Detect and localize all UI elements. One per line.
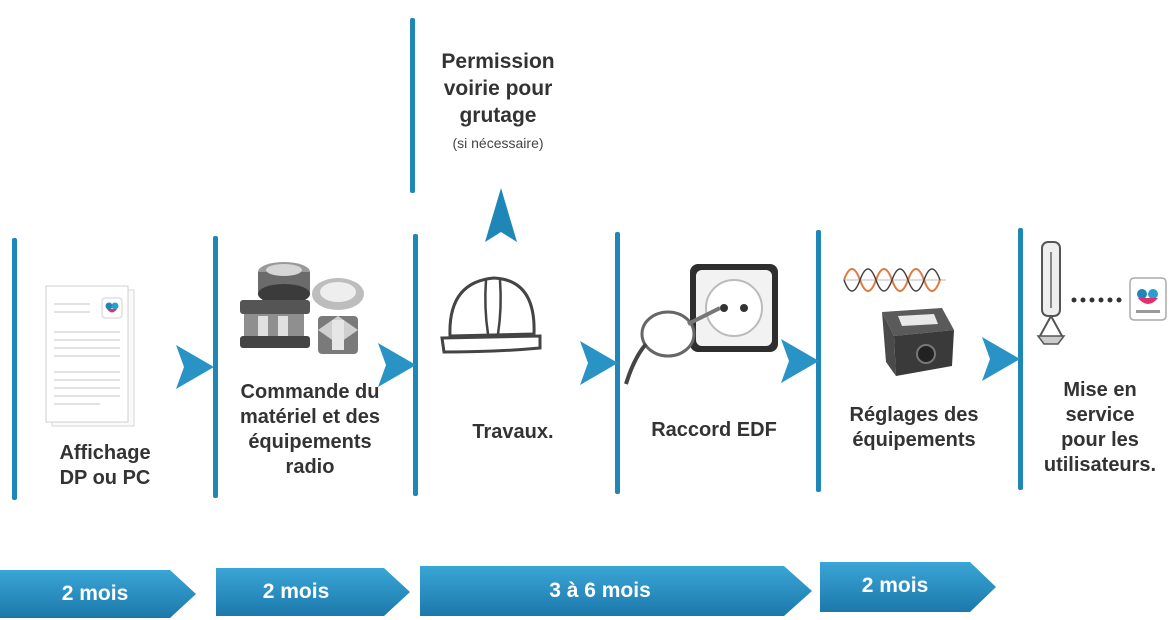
- power-outlet-plug-icon: [624, 264, 778, 385]
- up-arrow-icon: [485, 188, 517, 242]
- step-label-reglages: Réglages des équipements: [824, 403, 1004, 453]
- antenna-to-phone-icon: [1036, 241, 1167, 345]
- chevron-right-icon: [176, 345, 214, 389]
- step-1-line-2: DP ou PC: [59, 467, 151, 489]
- signal-meter-icon: [843, 268, 954, 376]
- top-note-title-line-2: voirie pour: [443, 77, 553, 100]
- step-6-line-3: pour les: [1061, 429, 1139, 451]
- step-2-line-3: équipements: [248, 431, 372, 453]
- top-note-title-line-1: Permission: [441, 50, 555, 73]
- radio-equipment-icon: [240, 262, 364, 354]
- step-3-line-1: Travaux.: [472, 421, 554, 443]
- step-label-travaux: Travaux.: [428, 420, 598, 445]
- top-note-title-line-3: grutage: [459, 104, 537, 127]
- step-4-line-1: Raccord EDF: [651, 419, 777, 441]
- step-2-line-4: radio: [285, 456, 335, 478]
- step-5-line-2: équipements: [852, 429, 976, 451]
- chevron-right-icon: [982, 337, 1020, 381]
- step-6-line-2: service: [1065, 404, 1135, 426]
- step-1-line-1: Affichage: [59, 442, 151, 464]
- duration-pill-2: [216, 568, 410, 616]
- duration-pill-4: [820, 562, 996, 612]
- step-divider-2: [213, 236, 218, 498]
- step-6-line-4: utilisateurs.: [1043, 454, 1157, 476]
- step-6-line-1: Mise en: [1063, 379, 1137, 401]
- step-5-line-1: Réglages des: [849, 404, 979, 426]
- duration-label-1: 2 mois: [61, 582, 129, 605]
- duration-label-3: 3 à 6 mois: [549, 579, 651, 602]
- duration-label-2: 2 mois: [262, 580, 330, 603]
- step-label-commande: Commande du matériel et des équipements …: [220, 380, 400, 480]
- chevron-right-icon: [781, 339, 819, 383]
- duration-pill-1: [0, 570, 196, 618]
- top-note-subtitle: (si nécessaire): [452, 135, 544, 151]
- duration-pill-3: [420, 566, 812, 616]
- step-2-line-1: Commande du: [240, 381, 380, 403]
- step-label-mise-en-service: Mise en service pour les utilisateurs.: [1030, 378, 1170, 478]
- hard-hat-icon: [440, 276, 542, 354]
- step-divider-6: [1018, 228, 1023, 490]
- chevron-right-icon: [378, 343, 416, 387]
- top-note: Permission voirie pour grutage (si néces…: [418, 48, 578, 151]
- step-divider-1: [12, 238, 17, 500]
- document-form-icon: [45, 285, 135, 427]
- step-2-line-2: matériel et des: [239, 406, 381, 428]
- duration-label-4: 2 mois: [861, 574, 929, 597]
- step-label-raccord: Raccord EDF: [624, 418, 804, 443]
- step-label-affichage: Affichage DP ou PC: [30, 441, 180, 491]
- top-note-divider: [410, 18, 415, 193]
- chevron-right-icon: [580, 341, 618, 385]
